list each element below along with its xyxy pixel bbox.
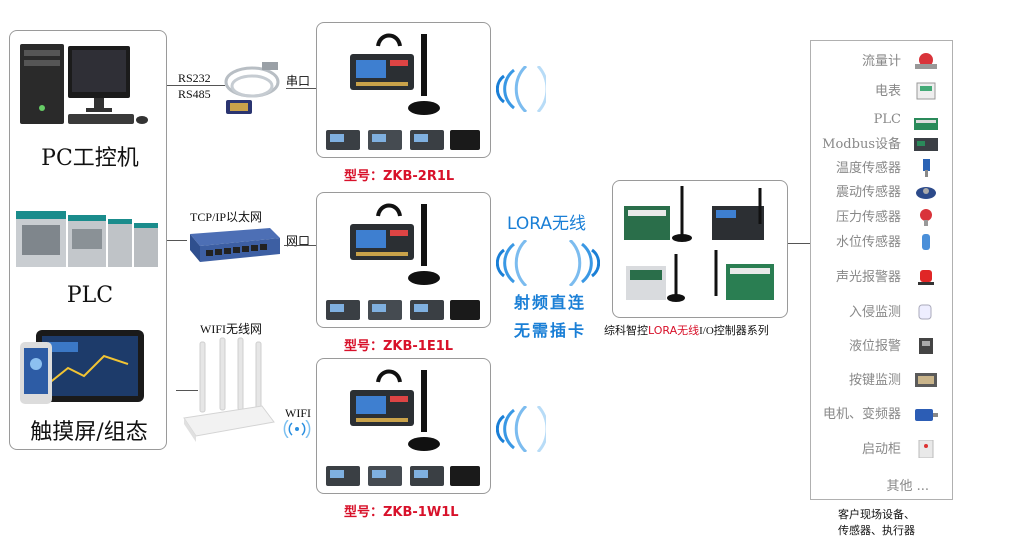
button-icon <box>915 373 937 387</box>
device-item: 压力传感器 <box>815 206 945 228</box>
wifi-router-icon <box>183 337 275 442</box>
serial-label: 串口 <box>286 74 311 88</box>
radio-wave-icon <box>496 66 546 112</box>
wifi-net-label: WIFI无线网 <box>200 322 262 336</box>
device-label: 入侵监测 <box>848 305 901 320</box>
lora-line1: 射频直连 <box>514 293 587 312</box>
device-label: 水位传感器 <box>835 235 901 250</box>
device-label: 流量计 <box>861 54 901 69</box>
wifi-signal-icon <box>283 420 311 438</box>
device-item: 电表 <box>815 80 945 102</box>
device-item: 震动传感器 <box>815 181 945 203</box>
device-label: 液位报警 <box>848 339 901 354</box>
caption-suffix: I/O控制器系列 <box>699 325 769 337</box>
connector-line-2a <box>167 240 187 241</box>
device-label: 其他 ... <box>886 479 929 494</box>
radio-wave-icon <box>568 240 600 286</box>
connector-line-controller <box>788 243 810 244</box>
device-caption-1: 客户现场设备、 <box>838 508 915 521</box>
temperature-icon <box>923 159 930 177</box>
device-item: 电机、变频器 <box>815 403 945 425</box>
device-item: 流量计 <box>815 50 945 72</box>
flowmeter-icon <box>915 53 937 69</box>
gateway-device-icon <box>350 369 440 451</box>
netport-label: 网口 <box>286 234 311 248</box>
gateway-device-icon <box>350 203 440 285</box>
model-label-3: 型号：ZKB-1W1L <box>344 505 459 520</box>
touchscreen-icon <box>20 330 144 404</box>
alarm-icon <box>918 270 934 285</box>
device-label: 压力传感器 <box>835 210 901 225</box>
ethernet-switch-icon <box>190 228 280 262</box>
device-label: PLC <box>873 112 901 127</box>
device-item: 其他 ... <box>815 475 945 497</box>
plc-icon <box>16 211 158 267</box>
motor-icon <box>915 409 938 421</box>
module-thumbnails <box>326 300 480 320</box>
meter-icon <box>916 82 936 100</box>
device-item: 启动柜 <box>815 438 945 460</box>
caption-highlight: LORA无线 <box>648 324 700 337</box>
rs485-label: RS485 <box>178 87 211 101</box>
device-item: 按键监测 <box>815 369 945 391</box>
model-label-1: 型号：ZKB-2R1L <box>344 169 455 184</box>
module-thumbnails <box>326 130 480 150</box>
device-label: 启动柜 <box>861 442 901 457</box>
pc-icon <box>20 44 148 124</box>
pressure-icon <box>920 209 932 226</box>
device-item: 声光报警器 <box>815 266 945 288</box>
water-level-icon <box>922 234 930 250</box>
gateway-device-icon <box>350 33 440 115</box>
connector-line-3a <box>176 390 198 391</box>
tcp-label: TCP/IP以太网 <box>190 210 263 224</box>
connector-line-1b <box>286 88 316 89</box>
model-label-2: 型号：ZKB-1E1L <box>344 339 454 354</box>
device-item: Modbus设备 <box>815 133 945 155</box>
caption-prefix: 综科智控 <box>604 324 648 337</box>
modbus-icon <box>914 138 938 151</box>
liquid-icon <box>919 338 933 354</box>
cabinet-icon <box>918 440 934 458</box>
device-panel <box>810 40 953 500</box>
device-label: 声光报警器 <box>835 270 901 285</box>
device-caption-2: 传感器、执行器 <box>838 524 915 537</box>
device-item: 液位报警 <box>815 335 945 357</box>
device-item: PLC <box>815 112 945 134</box>
rs232-label: RS232 <box>178 71 211 85</box>
connector-line-1a <box>167 85 225 86</box>
touch-label: 触摸屏/组态 <box>30 420 148 445</box>
connector-line-2b <box>284 245 316 246</box>
serial-cable-icon <box>224 62 280 114</box>
device-label: Modbus设备 <box>822 137 901 152</box>
lora-title: LORA无线 <box>507 214 586 234</box>
lora-line2: 无需插卡 <box>514 321 587 340</box>
controller-caption: 综科智控LORA无线I/O控制器系列 <box>604 322 769 338</box>
radio-wave-icon <box>496 240 528 286</box>
radio-wave-icon <box>496 406 546 452</box>
device-item: 水位传感器 <box>815 231 945 253</box>
module-thumbnails <box>326 466 480 486</box>
controller-devices-icon <box>624 186 774 302</box>
device-label: 电表 <box>874 84 901 99</box>
wifi-label: WIFI <box>285 406 311 420</box>
vibration-icon <box>916 187 936 199</box>
device-item: 温度传感器 <box>815 157 945 179</box>
intrusion-icon <box>918 304 932 320</box>
device-label: 温度传感器 <box>835 161 901 176</box>
plc-label: PLC <box>66 283 114 308</box>
device-item: 入侵监测 <box>815 301 945 323</box>
device-label: 电机、变频器 <box>822 407 901 422</box>
plc-icon <box>914 118 938 130</box>
device-label: 震动传感器 <box>835 185 901 200</box>
device-label: 按键监测 <box>848 373 901 388</box>
pc-label: PC工控机 <box>41 146 139 171</box>
